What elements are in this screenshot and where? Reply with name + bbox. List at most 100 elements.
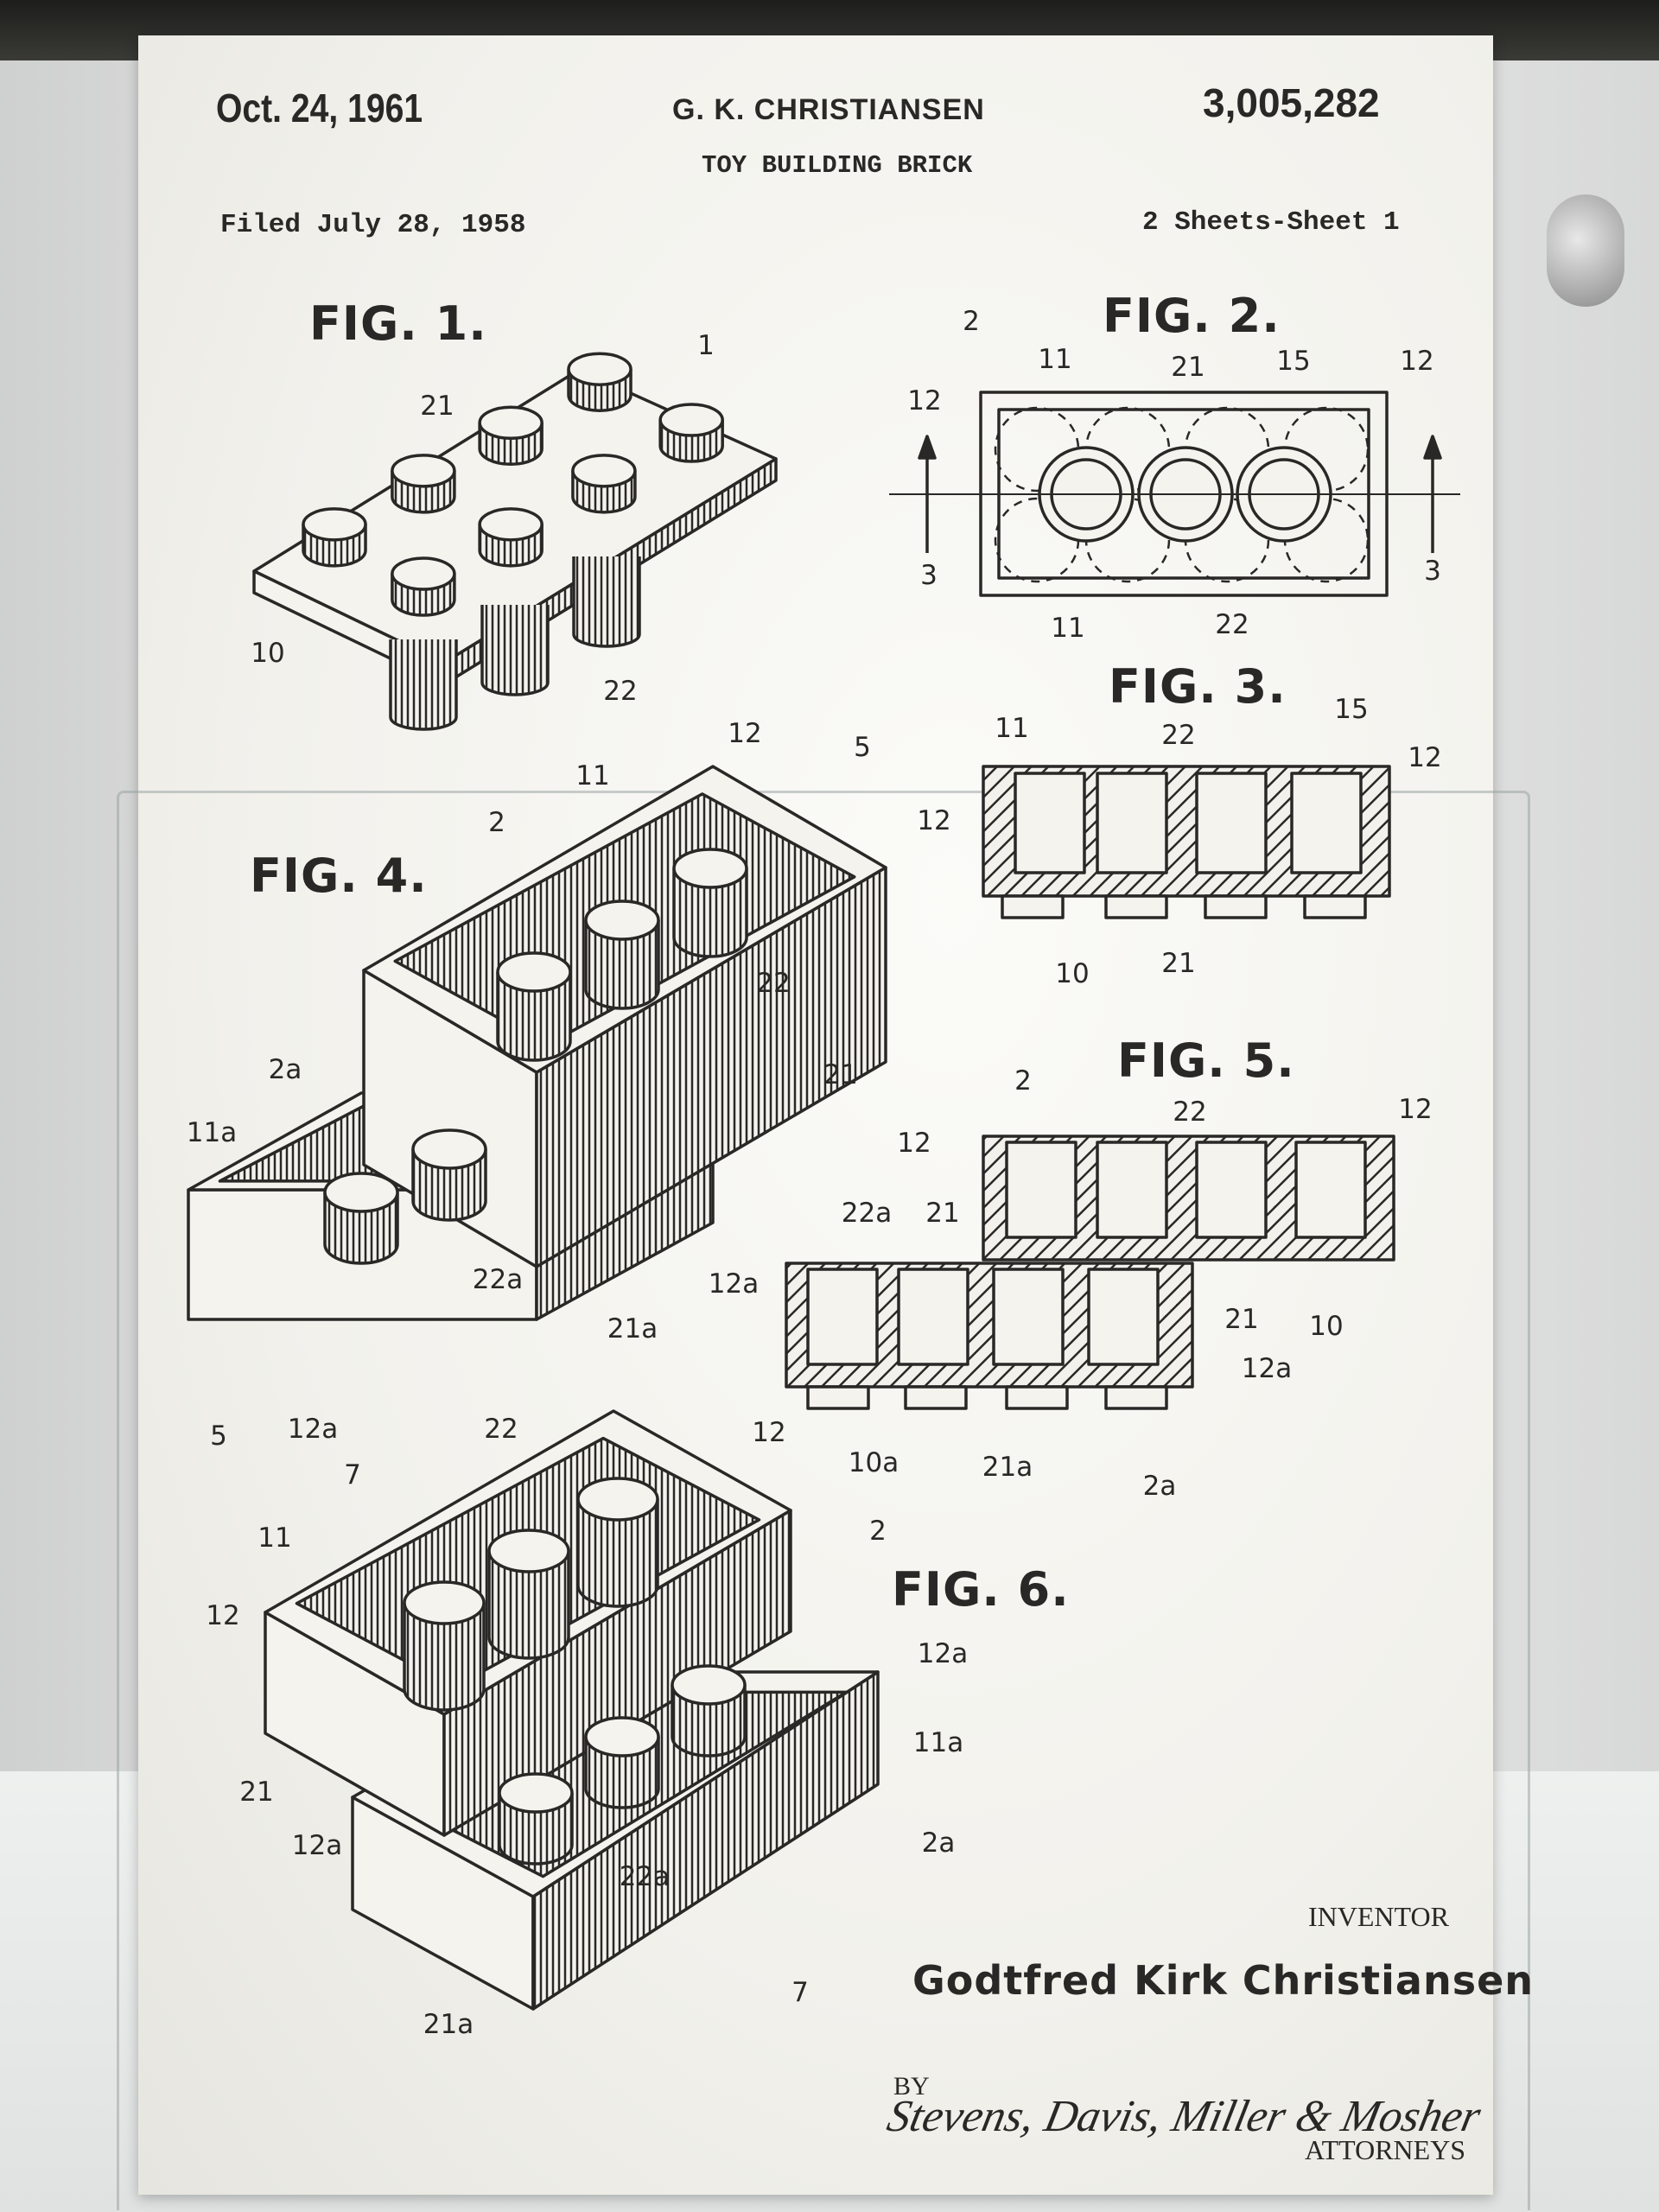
fig4-reference-numeral: 12a [287,1414,339,1445]
fig1-reference-numeral: 21 [420,391,454,422]
fig4-reference-numeral: 11a [186,1117,238,1148]
fig5-reference-numeral: 10 [1309,1311,1344,1342]
fig3-reference-numeral: 10 [1055,958,1090,989]
fig4-reference-numeral: 11 [575,760,610,791]
fig5-stud [1005,1385,1069,1410]
fig5-reference-numeral: 12 [897,1128,931,1159]
fig6-tube [487,1529,570,1573]
fig6-reference-numeral: 21 [239,1777,274,1808]
fig3-cavity [1290,772,1363,874]
fig4-tube [672,848,748,889]
fig3-reference-numeral: 11 [995,713,1029,744]
fig6-reference-numeral: 2 [869,1516,887,1547]
fig3-cavity [1096,772,1168,874]
fig6-reference-numeral: 11a [912,1727,964,1758]
inventor-header: G. K. CHRISTIANSEN [672,93,985,126]
fig2-reference-numeral: 11 [1038,344,1072,375]
fig6-tube [403,1603,486,1712]
by-label: BY [893,2072,930,2101]
invention-title: TOY BUILDING BRICK [702,151,973,180]
fig4-reference-numeral: 22 [756,968,791,999]
fig5-lower-cavity [897,1268,969,1366]
fig6-tube [576,1499,659,1608]
fig5-reference-numeral: 22a [841,1198,893,1229]
fig3-reference-numeral: 22 [1161,720,1196,751]
acrylic-stand [117,791,1530,2210]
fig2-reference-numeral: 15 [1276,346,1311,377]
fig4-lower-tube [411,1128,487,1170]
fig2-arrowhead [918,435,937,460]
fig4-reference-numeral: 2 [488,807,505,838]
fig2-reference-numeral: 12 [1400,346,1434,377]
fig3-reference-numeral: 21 [1161,948,1196,979]
fig1-stud [391,556,456,591]
wall-hook [1547,194,1624,307]
fig6-reference-numeral: 2a [921,1827,956,1859]
fig5-reference-numeral: 12 [1398,1094,1433,1125]
fig5-reference-numeral: 21a [982,1452,1033,1483]
fig4-tube [584,899,660,941]
fig4-tube [672,868,748,958]
fig2-reference-numeral: 22 [1215,609,1249,640]
fig6-title: FIG. 6. [892,1562,1070,1617]
fig3-stud [1204,894,1268,919]
fig5-reference-numeral: 2 [1014,1065,1032,1096]
fig4-lower-tube [323,1172,399,1213]
fig6-reference-numeral: 22 [484,1414,518,1445]
fig6-reference-numeral: 11 [257,1522,292,1554]
fig5-reference-numeral: 12a [708,1268,760,1300]
fig5-lower-cavity [1087,1268,1160,1366]
fig1-stud [478,507,543,542]
fig2-reference-numeral: 3 [1424,556,1441,587]
fig5-upper-cavity [1294,1141,1367,1239]
fig1-stud [571,454,637,488]
fig3-reference-numeral: 15 [1334,694,1369,725]
fig2-title: FIG. 2. [1103,289,1281,343]
fig4-reference-numeral: 21 [823,1059,858,1090]
fig6-reference-numeral: 12 [206,1600,240,1631]
fig2-reference-numeral: 3 [920,560,938,591]
fig5-stud [1104,1385,1168,1410]
fig5-reference-numeral: 22 [1173,1096,1207,1128]
fig5-reference-numeral: 21 [1224,1304,1259,1335]
fig5-upper-cavity [1096,1141,1168,1239]
patent-date: Oct. 24, 1961 [216,86,423,130]
fig4-reference-numeral: 5 [210,1421,227,1452]
fig4-tube [584,920,660,1010]
inventor-caption: INVENTOR [1308,1901,1449,1932]
fig6-lower-tube [584,1716,660,1758]
fig5-reference-numeral: 12a [1241,1353,1293,1384]
fig4-reference-numeral: 2a [268,1054,302,1085]
fig2-reference-numeral: 2 [963,306,980,337]
fig5-reference-numeral: 21 [925,1198,960,1229]
fig6-lower-tube [671,1664,747,1706]
fig4-tube [496,972,572,1062]
fig6-reference-numeral: 12a [917,1638,969,1669]
fig3-reference-numeral: 12 [917,805,951,836]
fig5-upper-cavity [1005,1141,1077,1239]
inventor-name: Godtfred Kirk Christiansen [912,1957,1535,2004]
fig3-reference-numeral: 12 [1408,742,1442,773]
fig2-reference-numeral: 11 [1051,613,1085,644]
fig6-tube [487,1551,570,1660]
fig1-stud [658,403,724,437]
fig4-reference-numeral: 5 [854,732,871,763]
fig1-tube [389,639,458,731]
patent-number: 3,005,282 [1203,80,1380,125]
fig1-stud [302,507,367,542]
fig4-tube [496,951,572,993]
fig1-stud [567,352,632,386]
fig6-reference-numeral: 22a [619,1861,671,1892]
fig1-stud [478,405,543,441]
fig6-tube [403,1580,486,1625]
fig3-stud [1001,894,1065,919]
sheet-count: 2 Sheets-Sheet 1 [1142,207,1400,238]
fig4-reference-numeral: 22a [472,1264,524,1295]
fig6-reference-numeral: 12a [291,1830,343,1861]
fig3-stud [1104,894,1168,919]
fig5-stud [806,1385,870,1410]
fig1-reference-numeral: 10 [251,638,285,669]
fig5-stud [904,1385,968,1410]
fig5-reference-numeral: 2a [1142,1471,1177,1502]
fig3-title: FIG. 3. [1109,659,1287,714]
